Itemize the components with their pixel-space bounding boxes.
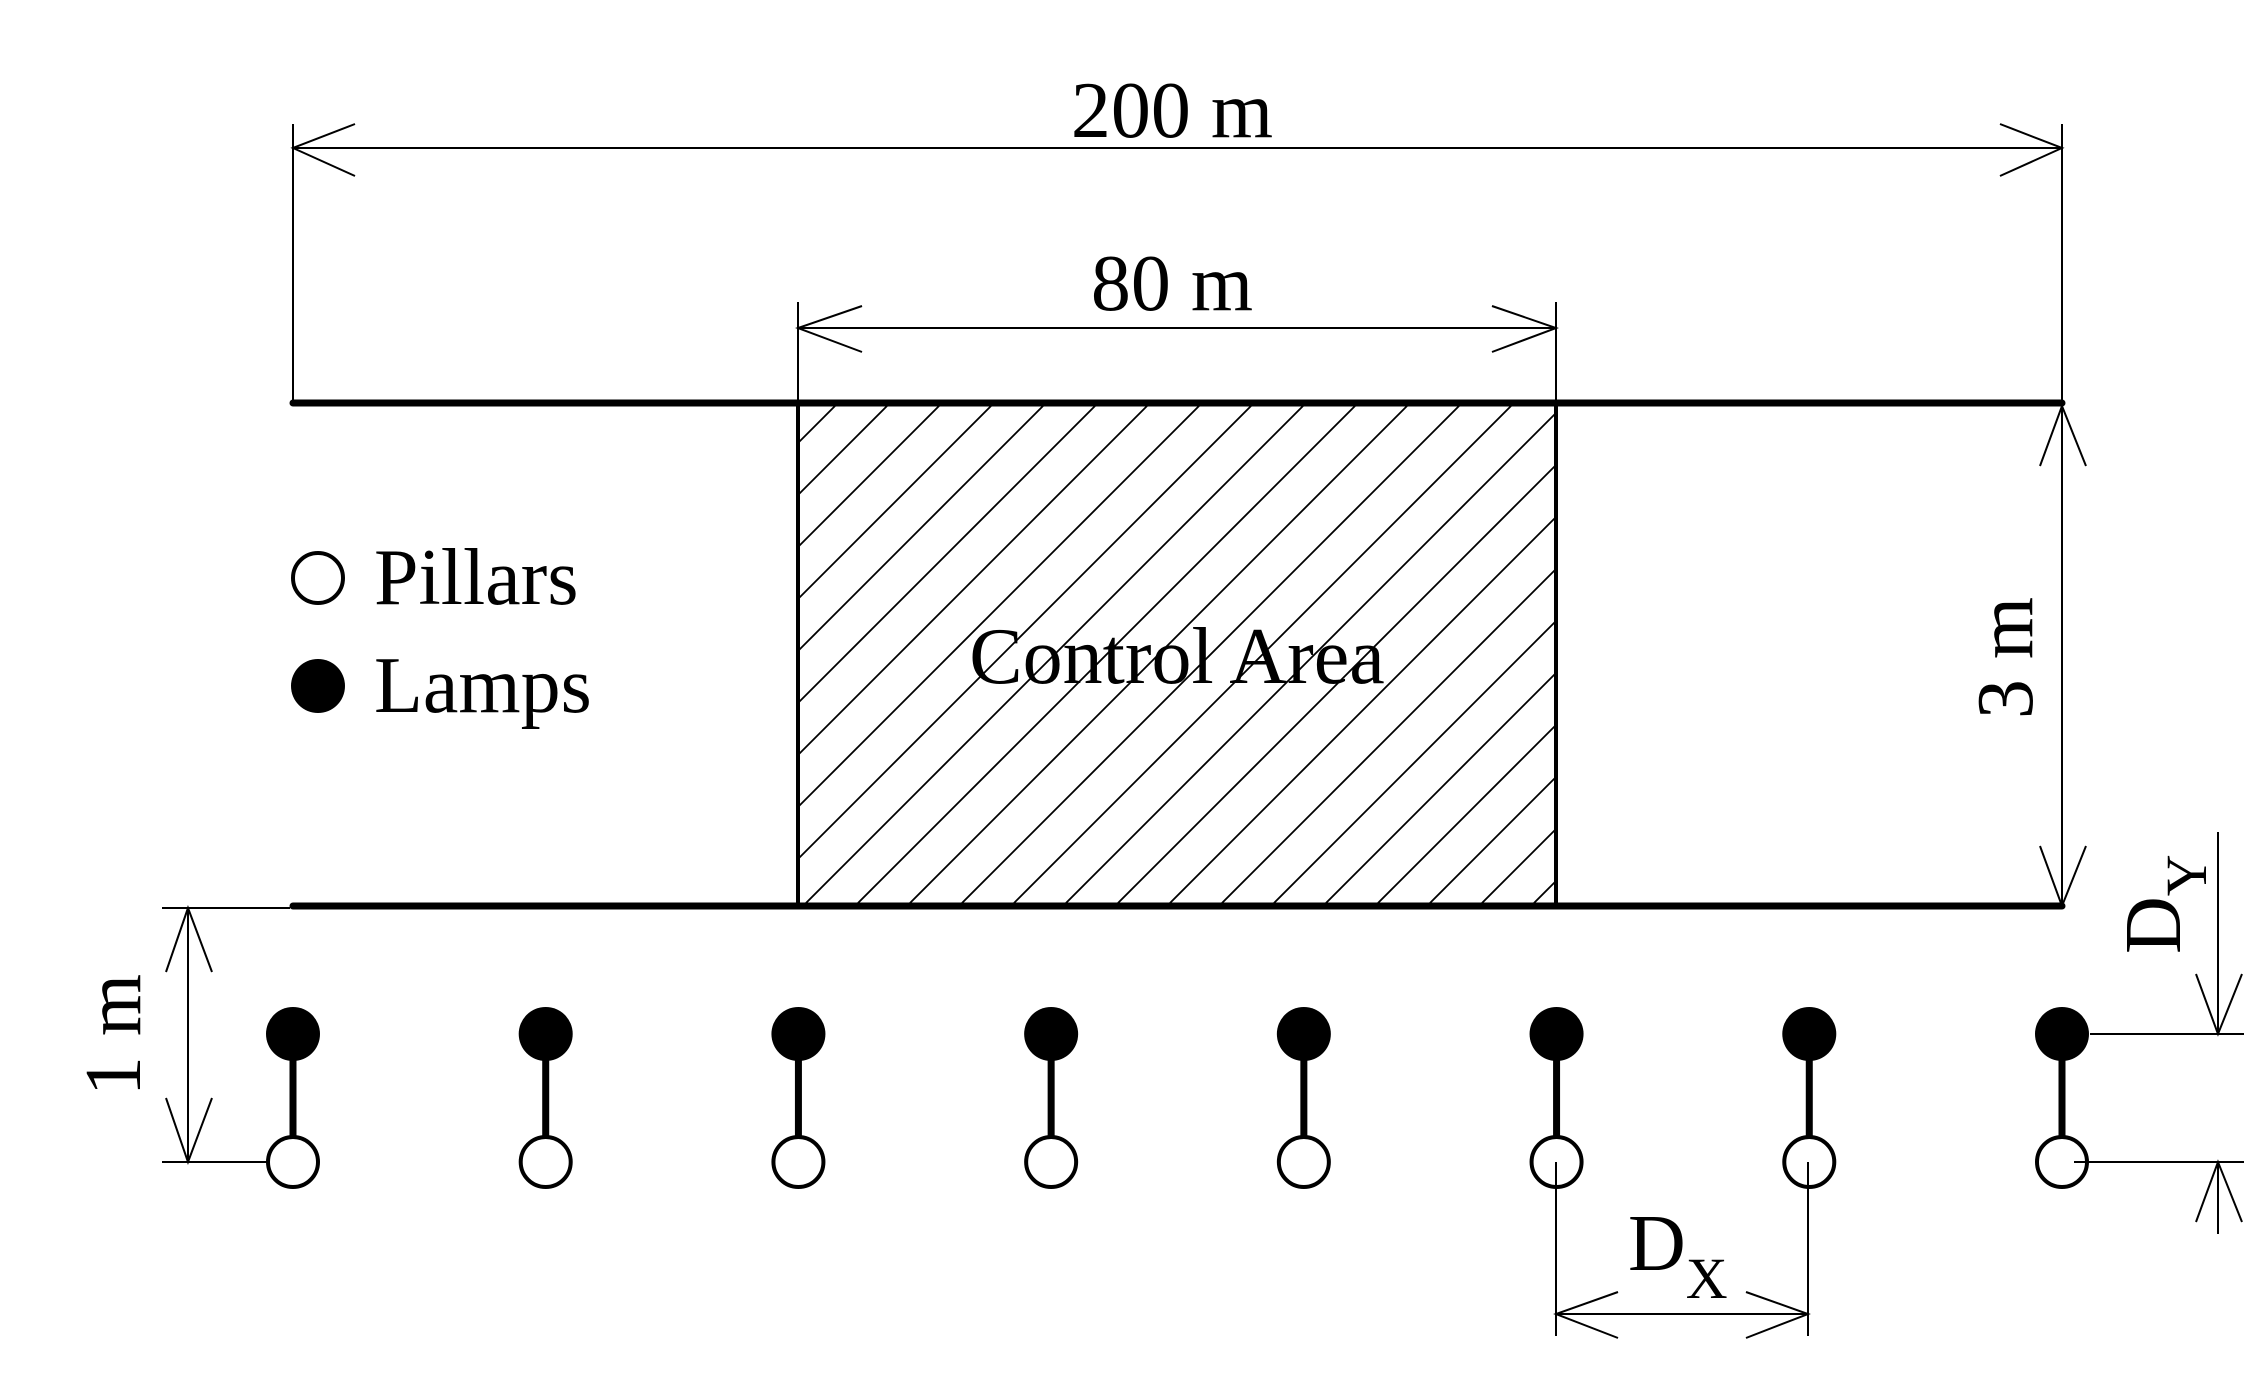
lamp-legend-icon (291, 659, 345, 713)
control-area-border (796, 401, 1558, 907)
pillar-marker (1024, 1135, 1079, 1189)
hatch-line (1167, 515, 1556, 905)
hatch-line (798, 403, 1255, 861)
hatch-line (1271, 619, 1556, 905)
pillar-marker (266, 1135, 320, 1189)
lamp-pillar-row (266, 1007, 2089, 1189)
control-area: Control Area (796, 401, 1558, 907)
hatch-line (798, 403, 1047, 653)
hatch-line (798, 403, 1099, 705)
hatch-line (1115, 463, 1556, 905)
hatch-line (907, 403, 1411, 905)
hatch-line (855, 403, 1359, 905)
hatch-line (1323, 671, 1556, 905)
lamp-pillar-unit (518, 1007, 573, 1189)
hatch-line (798, 403, 891, 497)
width-dimension: 3 m (1962, 403, 2087, 909)
hatch-line (798, 403, 995, 601)
hatch-line (1063, 411, 1556, 905)
dy-dimension: DY (2074, 832, 2244, 1234)
lamp-marker (771, 1007, 826, 1061)
pillar-legend-icon (291, 551, 345, 605)
dx-label: DX (1628, 1200, 1728, 1311)
lamp-legend-label: Lamps (374, 642, 592, 730)
lamp-marker (518, 1007, 573, 1061)
hatch-line (1375, 723, 1556, 905)
hatch-line (798, 403, 943, 549)
lamp-marker (1529, 1007, 1584, 1061)
control-length-label: 80 m (1091, 240, 1253, 328)
lamp-pillar-unit (771, 1007, 826, 1189)
offset-label: 1 m (70, 974, 158, 1096)
hatch-line (798, 403, 1203, 809)
pillar-marker (1782, 1135, 1837, 1189)
dx-label-subscript: X (1686, 1246, 1728, 1311)
lamp-marker (2035, 1007, 2089, 1061)
lamp-pillar-unit (1529, 1007, 1584, 1189)
lamp-pillar-unit (1024, 1007, 1079, 1189)
lamp-marker (1024, 1007, 1079, 1061)
lamp-marker (1276, 1007, 1331, 1061)
pillar-legend-label: Pillars (374, 534, 578, 622)
dx-label-main: D (1628, 1200, 1686, 1288)
hatch-line (1427, 775, 1556, 905)
hatch-line (803, 403, 1307, 905)
control-length-dimension: 80 m (795, 240, 1559, 403)
lamp-pillar-unit (1276, 1007, 1331, 1189)
hatch-line (959, 403, 1463, 905)
control-area-hatching (798, 403, 1556, 905)
offset-dimension: 1 m (70, 905, 290, 1165)
lamp-pillar-unit (1782, 1007, 1837, 1189)
dy-label-subscript: Y (2154, 854, 2219, 896)
hatch-line (1011, 403, 1515, 905)
legend: Pillars Lamps (291, 534, 592, 730)
pillar-marker (518, 1135, 573, 1189)
hatch-line (798, 403, 1151, 757)
control-area-label: Control Area (969, 613, 1384, 701)
width-label: 3 m (1962, 597, 2050, 719)
pillar-marker (771, 1135, 826, 1189)
total-length-dimension: 200 m (290, 67, 2065, 400)
pillar-marker (1276, 1135, 1331, 1189)
total-length-label: 200 m (1071, 67, 1273, 155)
lamp-marker (266, 1007, 320, 1061)
hatch-line (1219, 567, 1556, 905)
dy-label: DY (2110, 854, 2219, 954)
lamp-marker (1782, 1007, 1837, 1061)
dy-label-main: D (2110, 896, 2198, 954)
lamp-pillar-unit (266, 1007, 320, 1189)
dx-dimension: DX (1553, 1162, 1811, 1339)
hatch-line (1531, 879, 1556, 905)
lamp-pillar-unit (2035, 1007, 2089, 1189)
